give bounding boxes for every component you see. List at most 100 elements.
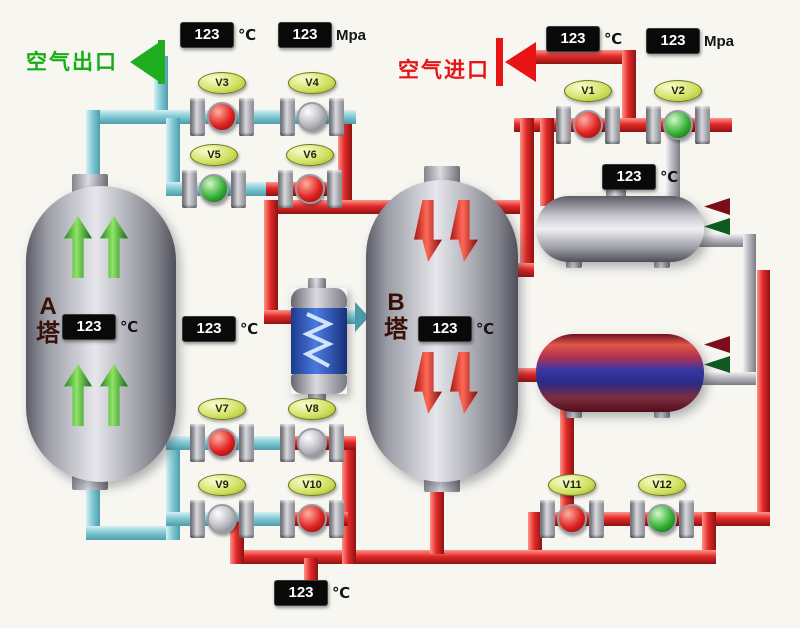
temp-readout: 123 <box>182 316 236 342</box>
display-top-tank-temp: 123 ℃ <box>602 164 678 190</box>
pressure-readout: 123 <box>646 28 700 54</box>
temp-readout: 123 <box>274 580 328 606</box>
top-tank-vessel <box>536 196 704 262</box>
valve-v4-label: V4 <box>288 72 336 94</box>
temp-readout: 123 <box>180 22 234 48</box>
valve-v9[interactable]: V9 <box>190 474 254 538</box>
pipe-cold <box>345 310 357 324</box>
hx-body <box>291 308 347 374</box>
display-inlet-temp: 123 ℃ <box>546 26 622 52</box>
flange-icon <box>329 424 344 462</box>
pressure-unit: Мра <box>704 32 734 50</box>
display-tower-a-temp: 123 ℃ <box>62 314 138 340</box>
flange-icon <box>646 106 661 144</box>
flange-icon <box>190 424 205 462</box>
flange-icon <box>280 98 295 136</box>
pipe-neutral <box>666 132 680 200</box>
valve-v3-ball <box>207 102 237 132</box>
pipe-hot <box>757 270 770 526</box>
valve-v10-label: V10 <box>288 474 336 496</box>
valve-v10[interactable]: V10 <box>280 474 344 538</box>
display-outlet-temp: 123 ℃ <box>180 22 256 48</box>
flange-icon <box>280 424 295 462</box>
pipe-neutral <box>696 234 756 247</box>
temp-unit: ℃ <box>120 319 139 336</box>
indicator-arrow-green-icon <box>704 356 730 373</box>
flange-icon <box>327 170 342 208</box>
temp-readout: 123 <box>602 164 656 190</box>
valve-v5[interactable]: V5 <box>182 144 246 208</box>
pipe-hot <box>540 118 554 206</box>
pipe-cold <box>166 118 180 190</box>
flange-icon <box>589 500 604 538</box>
flange-icon <box>679 500 694 538</box>
pipe-hot <box>304 558 318 584</box>
flange-icon <box>239 424 254 462</box>
pipe-neutral <box>696 372 756 385</box>
flange-icon <box>239 98 254 136</box>
flange-icon <box>182 170 197 208</box>
valve-v2[interactable]: V2 <box>646 80 710 144</box>
heater-vessel <box>536 334 704 412</box>
temp-unit: ℃ <box>476 321 495 338</box>
pipe-hot <box>524 50 636 64</box>
display-hx-temp: 123 ℃ <box>182 316 258 342</box>
pipe-hot <box>622 50 636 124</box>
valve-v8-ball <box>297 428 327 458</box>
pipe-cold <box>86 476 100 540</box>
valve-v3[interactable]: V3 <box>190 72 254 136</box>
valve-v5-ball <box>199 174 229 204</box>
temp-unit: ℃ <box>332 585 351 602</box>
air-inlet-label: 空气进口 <box>398 59 490 82</box>
flange-icon <box>605 106 620 144</box>
valve-v12-ball <box>647 504 677 534</box>
pipe-hot <box>264 200 278 324</box>
valve-v12-label: V12 <box>638 474 686 496</box>
valve-v7[interactable]: V7 <box>190 398 254 462</box>
valve-v12[interactable]: V12 <box>630 474 694 538</box>
valve-v11-ball <box>557 504 587 534</box>
pipe-hot <box>716 512 770 526</box>
valve-v11[interactable]: V11 <box>540 474 604 538</box>
flange-icon <box>280 500 295 538</box>
temp-unit: ℃ <box>604 31 623 48</box>
valve-v4[interactable]: V4 <box>280 72 344 136</box>
flange-icon <box>329 98 344 136</box>
pipe-hot <box>520 118 534 275</box>
temp-unit: ℃ <box>240 321 259 338</box>
valve-v9-label: V9 <box>198 474 246 496</box>
display-outlet-pressure: 123 Мра <box>278 22 366 48</box>
pipe-cold <box>86 526 180 540</box>
pressure-readout: 123 <box>278 22 332 48</box>
flange-icon <box>630 500 645 538</box>
pipe-hot <box>230 550 716 564</box>
hx-top-cap <box>291 288 347 308</box>
valve-v6[interactable]: V6 <box>278 144 342 208</box>
flange-icon <box>329 500 344 538</box>
display-inlet-pressure: 123 Мра <box>646 28 734 54</box>
valve-v9-ball <box>207 504 237 534</box>
valve-v8-label: V8 <box>288 398 336 420</box>
valve-v6-ball <box>295 174 325 204</box>
valve-v8[interactable]: V8 <box>280 398 344 462</box>
valve-v1[interactable]: V1 <box>556 80 620 144</box>
hx-coil-icon <box>302 312 334 368</box>
display-bottom-temp: 123 ℃ <box>274 580 350 606</box>
indicator-arrow-red-icon <box>704 198 730 215</box>
flange-icon <box>556 106 571 144</box>
valve-v3-label: V3 <box>198 72 246 94</box>
flange-icon <box>695 106 710 144</box>
flange-icon <box>540 500 555 538</box>
valve-v2-label: V2 <box>654 80 702 102</box>
flange-icon <box>190 500 205 538</box>
valve-v7-label: V7 <box>198 398 246 420</box>
valve-v5-label: V5 <box>190 144 238 166</box>
display-tower-b-temp: 123 ℃ <box>418 316 494 342</box>
air-outlet-arrow-icon <box>130 40 165 84</box>
temp-unit: ℃ <box>660 169 679 186</box>
air-outlet-label: 空气出口 <box>26 51 118 74</box>
temp-readout: 123 <box>62 314 116 340</box>
flange-icon <box>278 170 293 208</box>
tower-b-label: B塔 <box>384 289 408 343</box>
